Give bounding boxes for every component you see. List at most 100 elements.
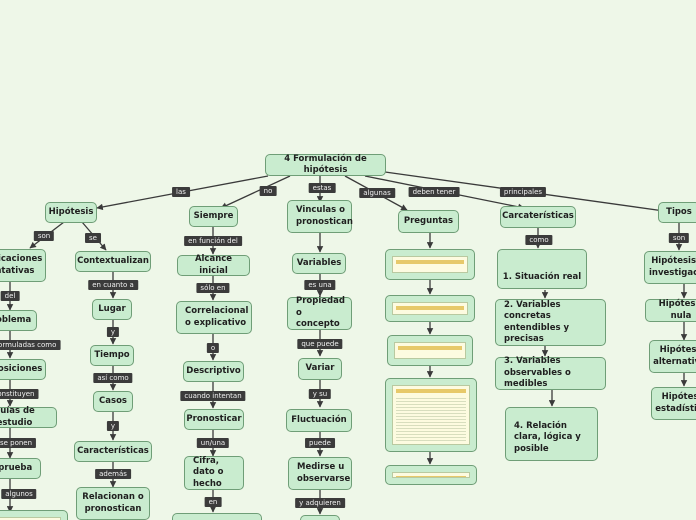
lugar-label: Lugar (98, 303, 126, 314)
cifra-node[interactable]: Cifra, dato o hecho (184, 456, 244, 490)
link-label-constituyen: constituyen (0, 389, 39, 399)
pregunta-image-node-5[interactable] (385, 465, 477, 485)
link-label-y-su: y su (308, 389, 332, 399)
descriptivo-label: Descriptivo (186, 365, 241, 376)
link-label-del: del (0, 291, 20, 301)
link-label-que-puede: que puede (297, 339, 343, 349)
pronosticar-label: Pronosticar (186, 413, 242, 424)
casos-node[interactable]: Casos (93, 391, 133, 412)
situacion-real-node[interactable]: 1. Situación real (497, 249, 587, 289)
cifra-label: Cifra, dato o hecho (193, 455, 224, 489)
variables-concretas-label: 2. Variables concretas entendibles y pre… (504, 299, 570, 344)
ejemplo-image-node[interactable] (0, 510, 68, 520)
pregunta-image-node-4[interactable] (385, 378, 477, 452)
hipotesis-nula-label: Hipótesis nula (658, 299, 696, 321)
link-label-se-ponen: se ponen (0, 438, 37, 448)
root-node[interactable]: 4 Formulación de hipótesis (265, 154, 386, 176)
hipotesis-nula-node[interactable]: Hipótesis nula (645, 299, 696, 322)
medirse-label: Medirse u observarse (297, 462, 351, 484)
link-label-estas: estas (308, 183, 336, 193)
link-label-en: en (204, 497, 222, 507)
a-prueba-node[interactable]: A prueba (0, 458, 41, 479)
link-label-un-una: un/una (196, 438, 230, 448)
link-label-en-funcion-del: en función del (184, 236, 242, 246)
caracteristicas-h-label: Características (77, 445, 149, 456)
vinculan-next-node[interactable] (300, 515, 340, 520)
hipotesis-estadisticas-label: Hipótesis estadísticas (655, 392, 696, 414)
variables-node[interactable]: Variables (292, 253, 346, 274)
variables-concretas-node[interactable]: 2. Variables concretas entendibles y pre… (495, 299, 606, 346)
relacion-clara-label: 4. Relación clara, lógica y posible (514, 420, 581, 454)
relacionan-label: Relacionan o pronostican (82, 492, 144, 514)
fluctuacion-node[interactable]: Fluctuación (286, 409, 352, 432)
explicaciones-label: Explicaciones tentativas (0, 254, 43, 276)
link-label-y-2: y (106, 421, 120, 431)
caracteristicas-h-node[interactable]: Características (74, 441, 152, 462)
preguntas-node[interactable]: Preguntas (398, 210, 459, 233)
pregunta-image-2 (392, 302, 468, 315)
siempre-node[interactable]: Siempre (189, 206, 238, 227)
problema-label: problema (0, 314, 32, 325)
proposiciones-node[interactable]: proposiciones (0, 359, 46, 380)
link-label-principales: principales (499, 187, 547, 197)
hipotesis-investigacion-node[interactable]: Hipótesis de investigación (644, 251, 696, 284)
alcance-label: Alcance inicial (194, 254, 233, 276)
link-label-ademas: además (95, 469, 131, 479)
alcance-node[interactable]: Alcance inicial (177, 254, 250, 276)
hipotesis-alternativas-node[interactable]: Hipótesis alternativas (649, 340, 696, 373)
hipotesis-node[interactable]: Hipótesis (45, 202, 97, 223)
hipotesis-alternativas-label: Hipótesis alternativas (653, 345, 696, 367)
variables-observables-label: 3. Variables observables o medibles (504, 356, 571, 390)
guias-label: guías de estudio (0, 406, 35, 428)
variables-label: Variables (296, 257, 342, 268)
situacion-real-label: 1. Situación real (502, 271, 582, 282)
pregunta-image-3 (394, 342, 466, 359)
medirse-node[interactable]: Medirse u observarse (288, 457, 352, 490)
link-label-algunas: algunas (359, 188, 395, 198)
guias-node[interactable]: guías de estudio (0, 406, 57, 428)
descriptivo-node[interactable]: Descriptivo (183, 361, 244, 382)
proposiciones-label: proposiciones (0, 363, 43, 374)
link-label-y-1: y (106, 327, 120, 337)
link-label-como: como (525, 235, 553, 245)
link-label-o: o (206, 343, 220, 353)
pregunta-image-4 (392, 385, 470, 445)
pregunta-image-node-1[interactable] (385, 249, 475, 280)
variables-observables-node[interactable]: 3. Variables observables o medibles (495, 356, 606, 390)
contextualizan-node[interactable]: Contextualizan (75, 251, 151, 272)
fluctuacion-label: Fluctuación (291, 414, 347, 425)
pronosticar-node[interactable]: Pronosticar (184, 409, 244, 430)
vinculan-node[interactable]: Vinculas o pronostican (287, 200, 353, 233)
link-label-tipos-son: son (668, 233, 690, 243)
propiedad-node[interactable]: Propiedad o concepto (287, 296, 352, 330)
tiempo-node[interactable]: Tiempo (90, 345, 134, 366)
caracteristicas-node[interactable]: Carcaterísticas (500, 206, 576, 228)
correlacional-label: Correlacional o explicativo (185, 306, 249, 328)
link-label-en-cuanto-a: en cuanto a (88, 280, 138, 290)
relacionan-node[interactable]: Relacionan o pronostican (76, 487, 150, 520)
explicaciones-node[interactable]: Explicaciones tentativas (0, 249, 46, 282)
siempre-title: Siempre (193, 210, 234, 221)
pregunta-image-1 (392, 256, 468, 273)
problema-node[interactable]: problema (0, 310, 37, 331)
variar-node[interactable]: Variar (298, 358, 342, 380)
caracteristicas-title: Carcaterísticas (502, 211, 574, 222)
link-label-algunos: algunos (1, 489, 37, 499)
pregunta-image-node-2[interactable] (385, 295, 475, 322)
tipos-node[interactable]: Tipos (658, 202, 696, 223)
pregunta-image-node-3[interactable] (387, 335, 473, 366)
siempre-next-node[interactable] (172, 513, 262, 520)
hipotesis-estadisticas-node[interactable]: Hipótesis estadísticas (651, 387, 696, 420)
link-label-es-una: es una (304, 280, 336, 290)
pregunta-image-5 (392, 472, 470, 478)
a-prueba-label: A prueba (0, 462, 33, 473)
relacion-clara-node[interactable]: 4. Relación clara, lógica y posible (505, 407, 598, 461)
vinculan-title: Vinculas o pronostican (296, 205, 353, 227)
propiedad-label: Propiedad o concepto (296, 296, 345, 330)
ejemplo-image (0, 517, 61, 520)
correlacional-node[interactable]: Correlacional o explicativo (176, 301, 252, 334)
preguntas-title: Preguntas (403, 215, 454, 226)
lugar-node[interactable]: Lugar (92, 299, 132, 320)
link-label-solo-en: sólo en (196, 283, 230, 293)
